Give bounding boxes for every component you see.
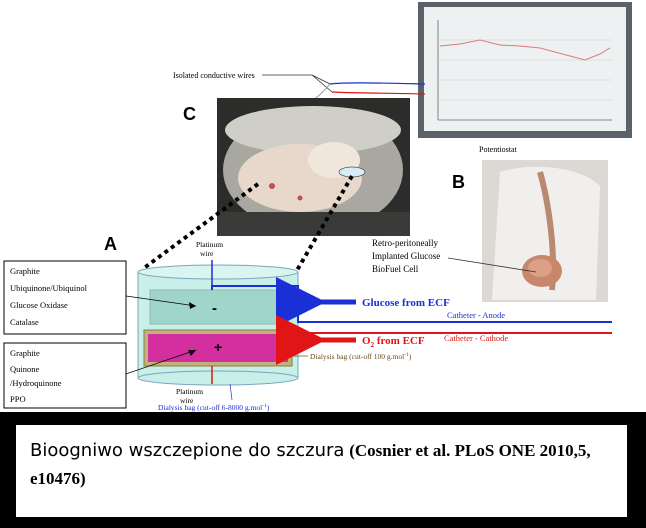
implant-photo <box>482 160 608 302</box>
caption-box: Bioogniwo wszczepione do szczura (Cosnie… <box>16 425 627 517</box>
isolated-wires-label: Isolated conductive wires <box>173 71 255 80</box>
platinum-top-l1: Platinum <box>196 240 223 249</box>
rat-cage-photo <box>217 98 410 236</box>
potentiostat-label: Potentiostat <box>479 145 518 154</box>
anode-layers-box <box>3 260 127 335</box>
platinum-bottom-l2: wire <box>180 396 194 405</box>
glucose-label: Glucose from ECF <box>362 297 450 309</box>
retro-label-line2: Implanted Glucose <box>372 251 440 261</box>
platinum-top-l2: wire <box>200 249 214 258</box>
cathode-layer-3: /Hydroquinone <box>10 378 62 388</box>
wire-blue <box>329 82 426 85</box>
o2-label: O2 from ECF <box>362 335 425 349</box>
wire-red <box>331 91 426 95</box>
anode-layer-1: Graphite <box>10 266 40 276</box>
potentiostat-image <box>418 2 632 138</box>
anode-sign: - <box>212 300 217 317</box>
catheter-cathode-label: Catheter - Cathode <box>444 333 508 343</box>
retro-pointer <box>447 257 537 273</box>
catheter-anode-label: Catheter - Anode <box>447 310 505 320</box>
cathode-compartment <box>148 334 288 362</box>
dialysis-outer-label: Dialysis bag (cut-off 6-8000 g.mol-1) <box>158 403 270 412</box>
cathode-layer-2: Quinone <box>10 364 40 374</box>
panel-label-a: A <box>104 234 117 254</box>
fuel-cell-diagram: Potentiostat Isolated conductive wires C… <box>3 2 632 412</box>
anode-layer-3: Glucose Oxidase <box>10 300 68 310</box>
cathode-layers-box <box>3 342 127 409</box>
anode-compartment <box>149 289 287 325</box>
dotted-connector-right <box>294 174 354 274</box>
caption-main: Bioogniwo wszczepione do szczura <box>30 440 345 461</box>
retro-label-line1: Retro-peritoneally <box>372 238 438 248</box>
platinum-bottom-l1: Platinum <box>176 387 203 396</box>
cathode-layer-1: Graphite <box>10 348 40 358</box>
panel-label-b: B <box>452 172 465 192</box>
dialysis-inner-label: Dialysis bag (cut-off 100 g.mol-1) <box>310 352 412 361</box>
figure-panel: Potentiostat Isolated conductive wires C… <box>0 0 646 412</box>
anode-layer-4: Catalase <box>10 317 39 327</box>
cathode-layer-4: PPO <box>10 394 26 404</box>
anode-layer-2: Ubiquinone/Ubiquinol <box>10 283 88 293</box>
panel-label-c: C <box>183 104 196 124</box>
fuel-cell-vessel <box>137 264 299 386</box>
retro-label-line3: BioFuel Cell <box>372 264 419 274</box>
cathode-sign: + <box>214 339 222 355</box>
caption-reference: (Cosnier et al. PLoS ONE 2010,5, e10476) <box>30 441 591 488</box>
